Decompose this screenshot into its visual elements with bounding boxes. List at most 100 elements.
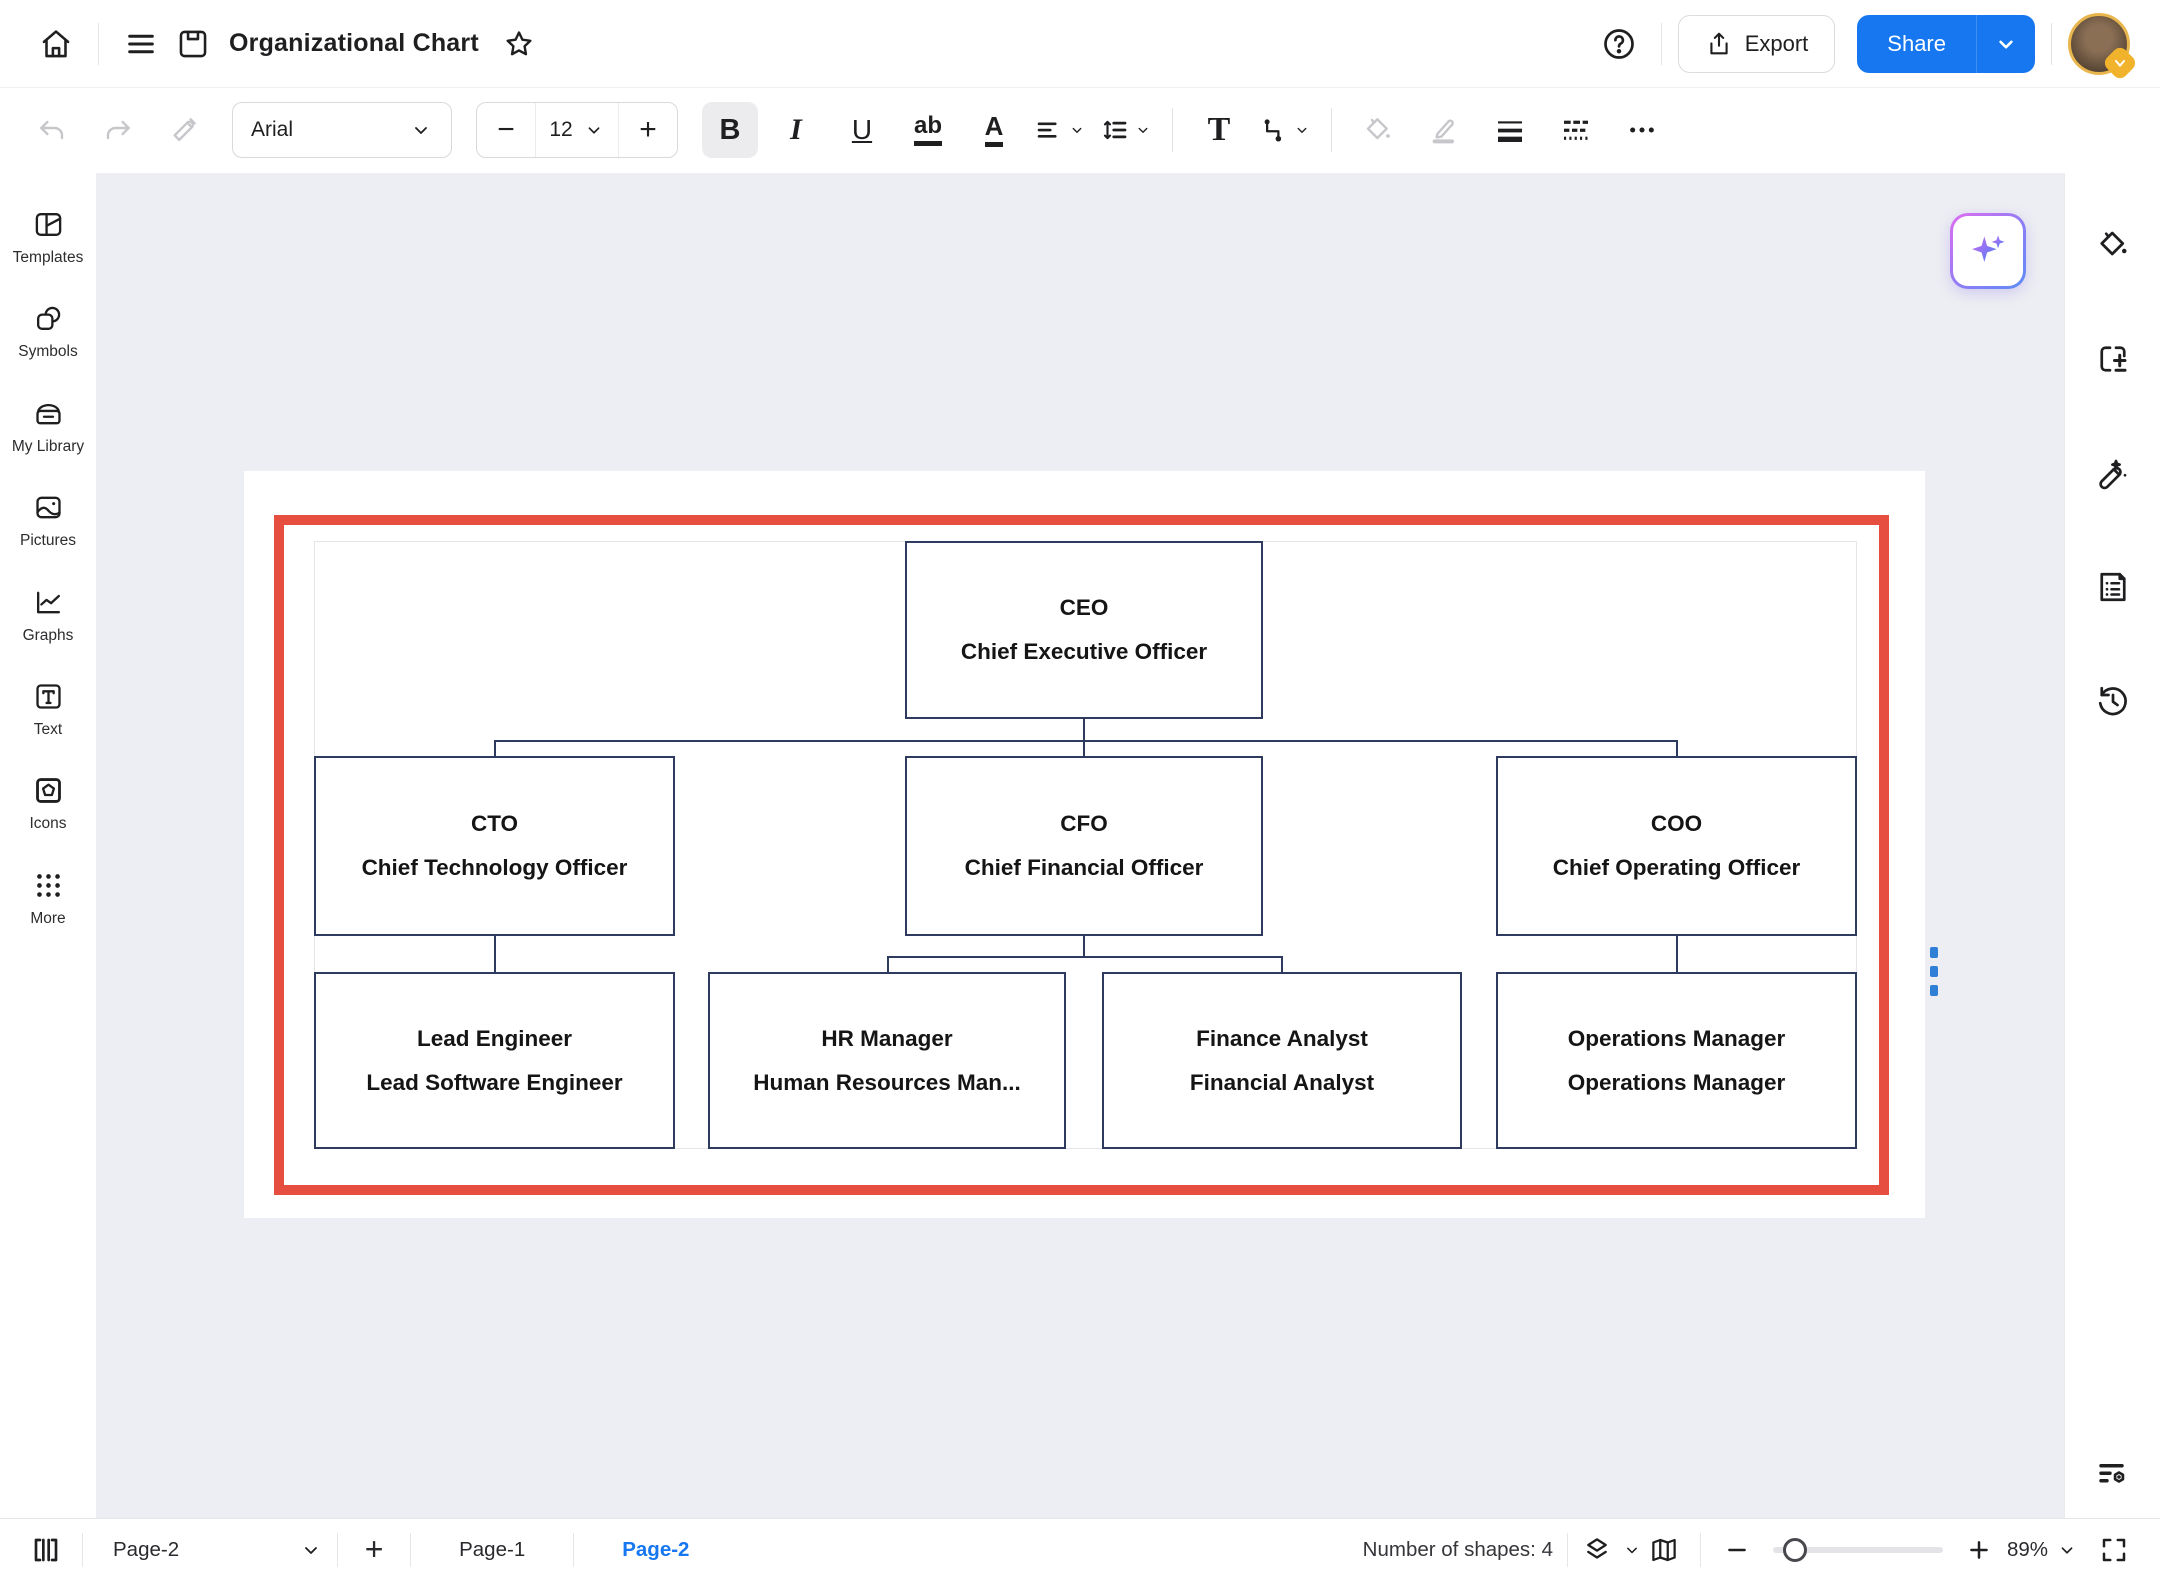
line-color-icon xyxy=(1432,119,1454,144)
bold-button[interactable]: B xyxy=(702,102,758,158)
text-highlight-button[interactable]: ab xyxy=(900,102,956,158)
save-button[interactable] xyxy=(167,18,219,70)
sidebar-item-icons[interactable]: Icons xyxy=(0,775,96,833)
layers-icon xyxy=(1587,1537,1607,1559)
beautify-brush-button[interactable] xyxy=(2085,445,2141,501)
selected-container-shape[interactable] xyxy=(274,515,1889,1195)
sidebar-label: Icons xyxy=(29,815,67,833)
connector-line xyxy=(1083,740,1085,757)
node-subtitle: Operations Manager xyxy=(1567,1069,1786,1095)
node-title: CTO xyxy=(470,811,519,836)
zoom-level-dropdown[interactable]: 89% xyxy=(2007,1538,2078,1562)
zoom-level-value: 89% xyxy=(2006,1537,2048,1561)
italic-button[interactable]: I xyxy=(768,102,824,158)
page-selector-dropdown[interactable]: Page-2 xyxy=(113,1538,323,1562)
app-header: Organizational Chart Export Share xyxy=(0,0,2160,88)
zoom-slider-thumb[interactable] xyxy=(1782,1537,1807,1562)
chevron-down-icon xyxy=(2061,1546,2073,1554)
text-align-button[interactable] xyxy=(1032,102,1088,158)
font-color-button[interactable]: A xyxy=(966,102,1022,158)
zoom-in-button[interactable] xyxy=(1957,1528,2001,1572)
org-node-finance-analyst[interactable]: Finance Analyst Financial Analyst xyxy=(1102,972,1462,1149)
line-spacing-button[interactable] xyxy=(1098,102,1154,158)
line-weight-button[interactable] xyxy=(1482,102,1538,158)
share-dropdown-button[interactable] xyxy=(1976,14,2035,73)
insert-frame-icon xyxy=(2099,346,2126,372)
shapes-count-label: Number of shapes: 4 xyxy=(1362,1537,1553,1561)
fullscreen-button[interactable] xyxy=(2092,1528,2136,1572)
font-size-increase-button[interactable]: + xyxy=(639,113,657,146)
zoom-slider[interactable] xyxy=(1772,1537,1943,1562)
node-title: HR Manager xyxy=(821,1025,953,1051)
line-style-icon xyxy=(1564,120,1588,140)
org-node-cfo[interactable]: CFO Chief Financial Officer xyxy=(905,756,1263,936)
main-menu-button[interactable] xyxy=(115,18,167,70)
pages-panel-button[interactable] xyxy=(24,1528,68,1572)
sidebar-item-pictures[interactable]: Pictures xyxy=(0,492,96,550)
font-family-select[interactable]: Arial xyxy=(232,102,452,158)
notes-button[interactable] xyxy=(2085,559,2141,615)
redo-button[interactable] xyxy=(90,102,146,158)
sidebar-label: Text xyxy=(33,720,63,738)
sidebar-item-more[interactable]: More xyxy=(0,870,96,928)
share-split-button: Share xyxy=(1857,14,2035,73)
fill-color-icon xyxy=(1366,118,1390,140)
sidebar-item-graphs[interactable]: Graphs xyxy=(0,587,96,645)
pages-panel-icon xyxy=(34,1538,58,1561)
fill-color-button[interactable] xyxy=(1350,102,1406,158)
line-style-button[interactable] xyxy=(1548,102,1604,158)
insert-frame-button[interactable] xyxy=(2085,331,2141,387)
tab-page-2[interactable]: Page-2 xyxy=(622,1537,690,1561)
org-node-lead-engineer[interactable]: Lead Engineer Lead Software Engineer xyxy=(314,972,675,1149)
add-page-button[interactable]: + xyxy=(364,1531,384,1567)
format-painter-button[interactable] xyxy=(156,102,212,158)
sparkle-icon xyxy=(1972,235,2005,262)
node-title: COO xyxy=(1650,811,1703,836)
document-title[interactable]: Organizational Chart xyxy=(229,29,479,57)
node-subtitle: Chief Operating Officer xyxy=(1552,855,1801,880)
sidebar-item-text[interactable]: Text xyxy=(0,681,96,739)
layers-button[interactable] xyxy=(1582,1528,1642,1572)
more-tools-button[interactable] xyxy=(1614,102,1670,158)
undo-button[interactable] xyxy=(24,102,80,158)
text-tool-button[interactable]: T xyxy=(1191,102,1247,158)
connector-tool-button[interactable] xyxy=(1257,102,1313,158)
page-sheet: CEO Chief Executive Officer CTO Chief Te… xyxy=(244,471,1925,1218)
history-button[interactable] xyxy=(2085,673,2141,729)
sidebar-item-templates[interactable]: Templates xyxy=(0,209,96,267)
sidebar-label: Pictures xyxy=(20,532,76,550)
zoom-out-button[interactable] xyxy=(1715,1528,1759,1572)
help-button[interactable] xyxy=(1593,18,1645,70)
view-options-button[interactable] xyxy=(2085,1446,2141,1502)
user-avatar[interactable] xyxy=(2068,12,2139,81)
ai-assistant-button[interactable] xyxy=(1950,213,2026,289)
chevron-down-icon xyxy=(1627,1547,1637,1553)
org-node-hr-manager[interactable]: HR Manager Human Resources Man... xyxy=(708,972,1066,1149)
sidebar-item-my-library[interactable]: My Library xyxy=(0,398,96,456)
home-button[interactable] xyxy=(30,18,82,70)
line-spacing-icon xyxy=(1103,120,1127,140)
font-size-decrease-button[interactable]: − xyxy=(497,113,515,146)
panel-drag-handle[interactable] xyxy=(1930,947,1938,996)
fill-style-button[interactable] xyxy=(2085,217,2141,273)
underline-glyph: U xyxy=(851,114,873,145)
share-button[interactable]: Share xyxy=(1857,14,1976,73)
drawing-canvas[interactable]: CEO Chief Executive Officer CTO Chief Te… xyxy=(96,173,2064,1518)
minimap-button[interactable] xyxy=(1642,1528,1686,1572)
fill-style-icon xyxy=(2099,231,2126,256)
tab-page-1[interactable]: Page-1 xyxy=(459,1537,526,1561)
line-color-button[interactable] xyxy=(1416,102,1472,158)
underline-button[interactable]: U xyxy=(834,102,890,158)
highlight-glyph: ab xyxy=(913,114,942,146)
org-node-coo[interactable]: COO Chief Operating Officer xyxy=(1496,756,1857,936)
sidebar-item-symbols[interactable]: Symbols xyxy=(0,303,96,361)
font-size-select[interactable]: 12 xyxy=(535,103,619,157)
node-subtitle: Chief Executive Officer xyxy=(960,639,1208,664)
favorite-button[interactable] xyxy=(493,18,545,70)
chevron-down-icon xyxy=(305,1546,318,1554)
org-node-cto[interactable]: CTO Chief Technology Officer xyxy=(314,756,675,936)
org-node-ceo[interactable]: CEO Chief Executive Officer xyxy=(905,541,1263,719)
export-button[interactable]: Export xyxy=(1677,14,1836,73)
export-icon xyxy=(1710,32,1728,54)
org-node-operations-manager[interactable]: Operations Manager Operations Manager xyxy=(1496,972,1857,1149)
